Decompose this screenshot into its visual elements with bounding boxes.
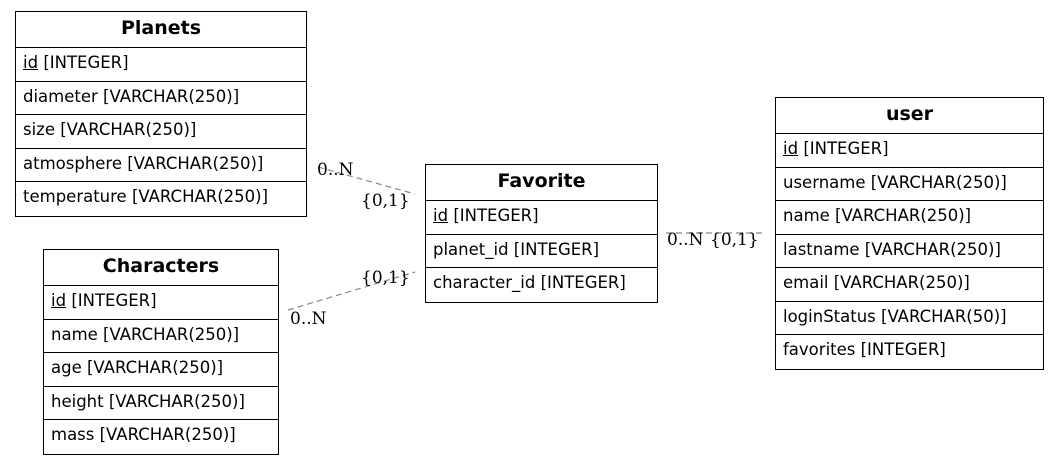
cardinality-characters-many: 0..N: [290, 309, 327, 329]
field-row: loginStatus [VARCHAR(50)]: [776, 302, 1043, 335]
primary-key-field: id [INTEGER]: [776, 134, 1043, 168]
entity-characters: Characters id [INTEGER] name [VARCHAR(25…: [43, 249, 279, 455]
field-row: height [VARCHAR(250)]: [44, 387, 278, 420]
field-row: lastname [VARCHAR(250)]: [776, 235, 1043, 268]
pk-type: [INTEGER]: [71, 291, 157, 310]
field-row: size [VARCHAR(250)]: [16, 115, 306, 149]
field-row: diameter [VARCHAR(250)]: [16, 82, 306, 115]
field-row: age [VARCHAR(250)]: [44, 353, 278, 387]
entity-title: Characters: [44, 250, 278, 286]
field-row: character_id [INTEGER]: [433, 273, 626, 292]
pk-type: [INTEGER]: [803, 139, 889, 158]
field-row: favorites [INTEGER]: [783, 340, 946, 359]
cardinality-characters-one: {0,1}: [361, 268, 410, 288]
cardinality-user-one: {0,1}: [710, 230, 759, 250]
cardinality-planets-one: {0,1}: [361, 191, 410, 211]
pk-type: [INTEGER]: [43, 53, 129, 72]
entity-title: Planets: [16, 12, 306, 48]
entity-title: user: [776, 98, 1043, 134]
primary-key-field: id [INTEGER]: [16, 48, 306, 82]
field-row: planet_id [INTEGER]: [426, 235, 657, 268]
cardinality-favorite-many: 0..N: [667, 230, 704, 250]
relation-characters-favorite: [287, 271, 416, 311]
field-row: email [VARCHAR(250)]: [776, 268, 1043, 302]
entity-planets: Planets id [INTEGER] diameter [VARCHAR(2…: [15, 11, 307, 217]
pk-name: id: [783, 139, 799, 158]
field-row: name [VARCHAR(250)]: [776, 201, 1043, 235]
relation-planets-favorite: [317, 166, 416, 195]
primary-key-field: id [INTEGER]: [426, 201, 657, 235]
field-row: mass [VARCHAR(250)]: [51, 425, 236, 444]
field-row: atmosphere [VARCHAR(250)]: [16, 149, 306, 182]
entity-title: Favorite: [426, 165, 657, 201]
primary-key-field: id [INTEGER]: [44, 286, 278, 320]
entity-favorite: Favorite id [INTEGER] planet_id [INTEGER…: [425, 164, 658, 303]
pk-name: id: [433, 206, 449, 225]
pk-type: [INTEGER]: [453, 206, 539, 225]
field-row: username [VARCHAR(250)]: [776, 168, 1043, 201]
field-row: name [VARCHAR(250)]: [44, 320, 278, 353]
cardinality-planets-many: 0..N: [317, 160, 354, 180]
pk-name: id: [51, 291, 67, 310]
entity-user: user id [INTEGER] username [VARCHAR(250)…: [775, 97, 1044, 370]
pk-name: id: [23, 53, 39, 72]
field-row: temperature [VARCHAR(250)]: [23, 187, 269, 206]
